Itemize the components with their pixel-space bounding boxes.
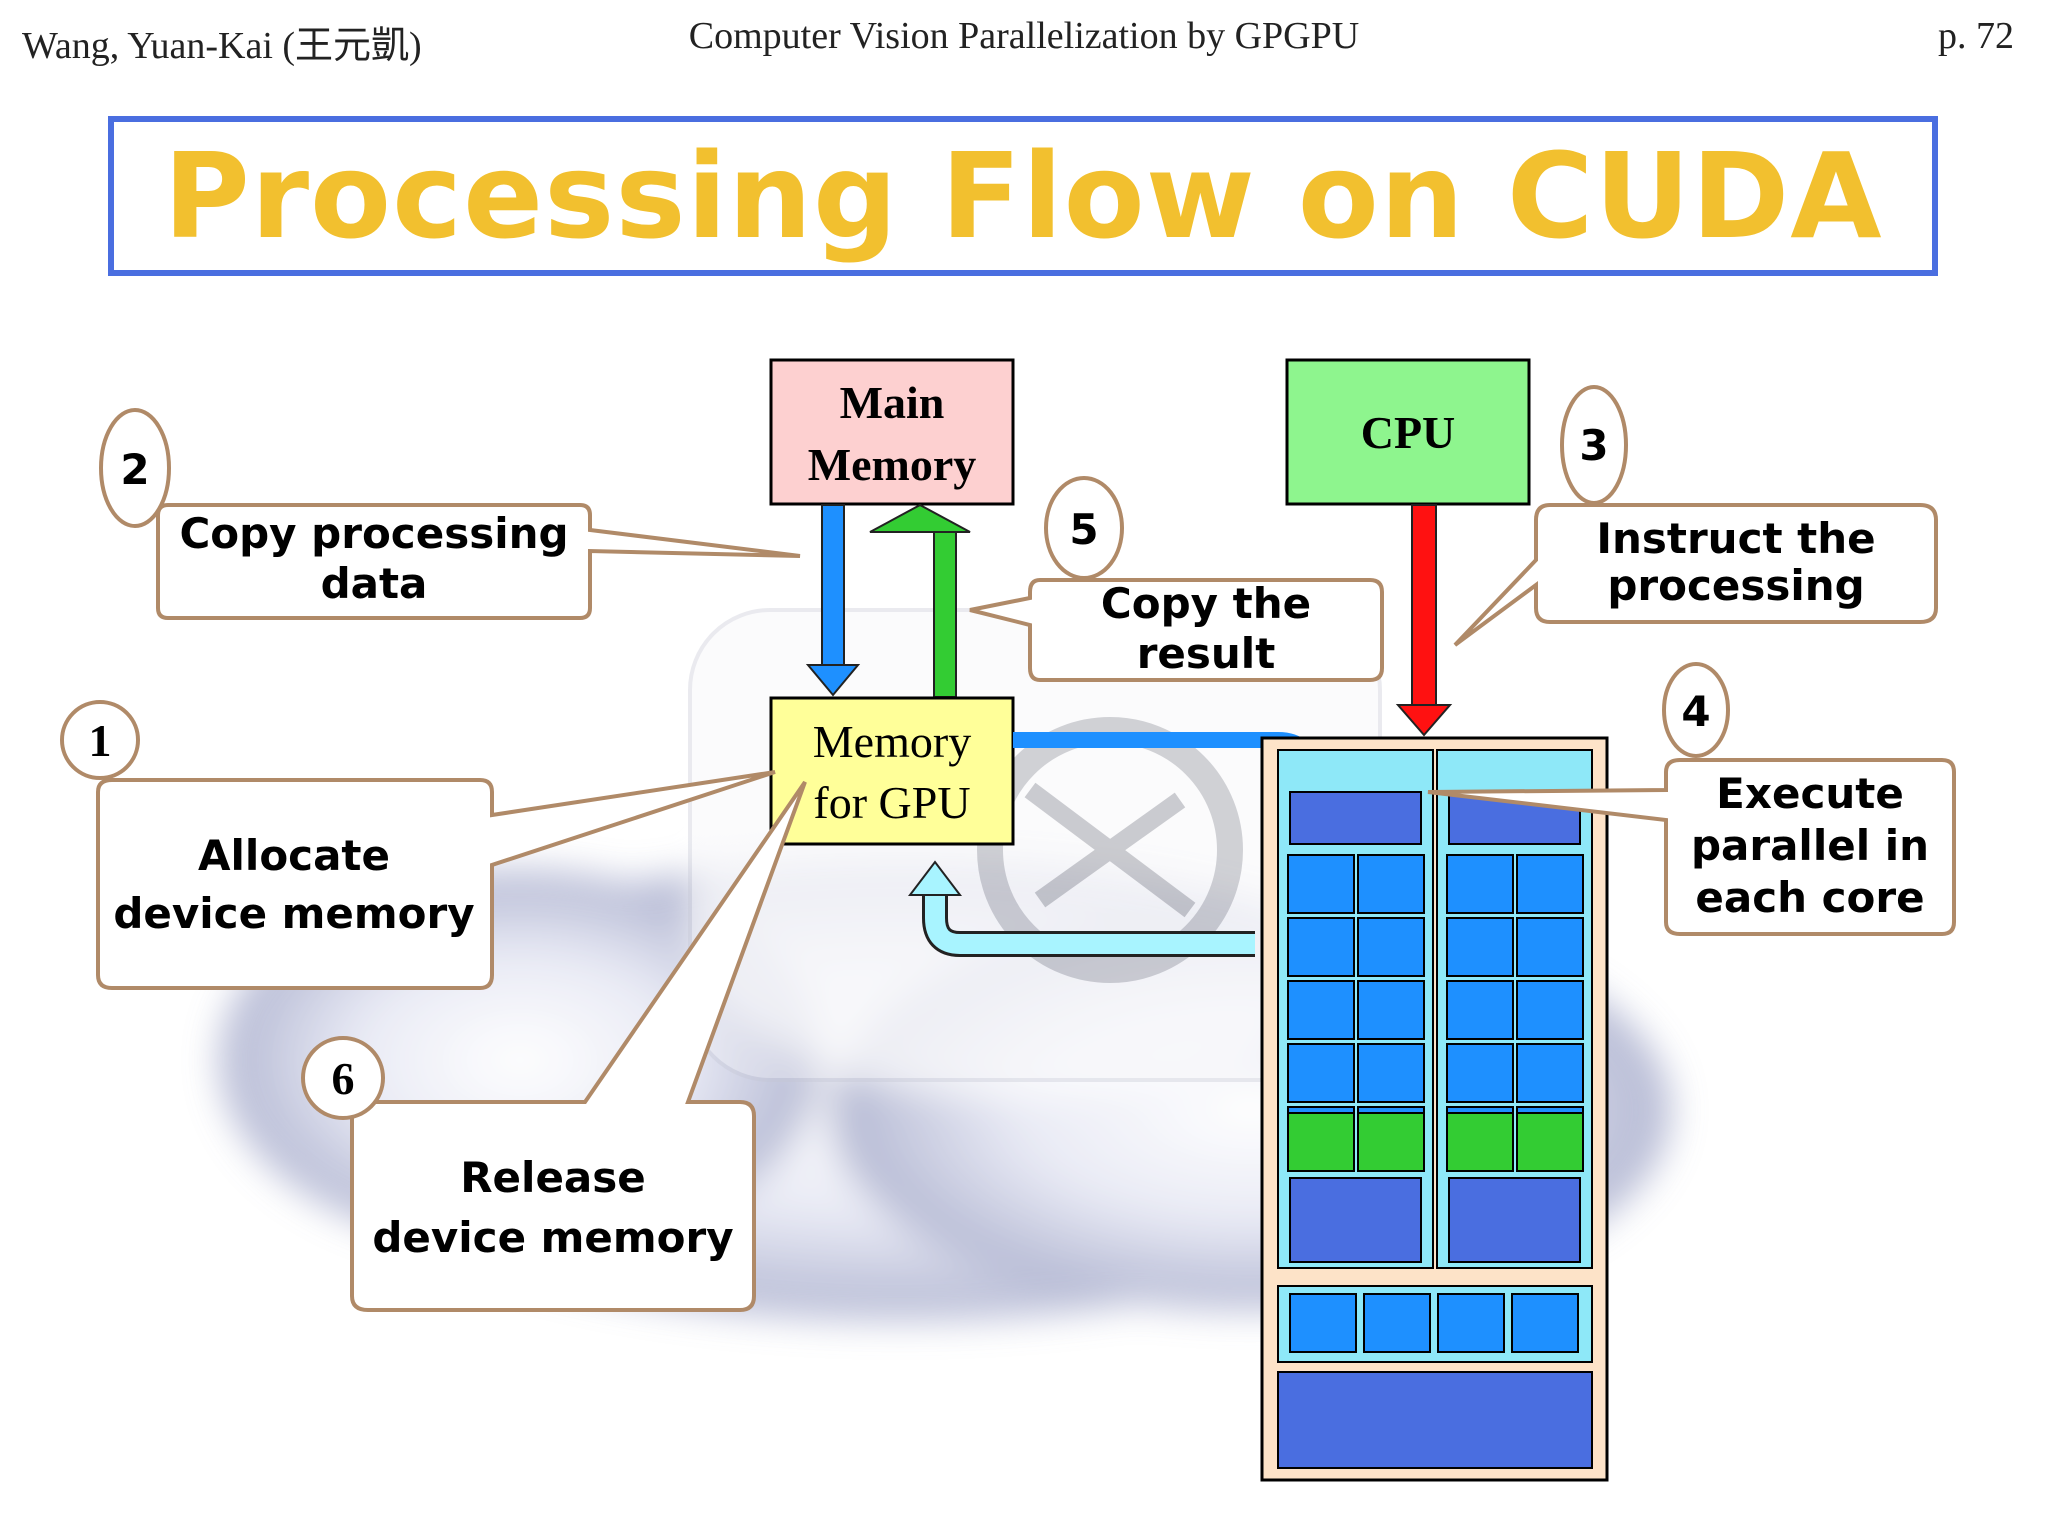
step-2-label-line2: data [321, 559, 428, 608]
gpu-core-cell [1287, 980, 1355, 1040]
gpu-shared-cell [1363, 1293, 1431, 1353]
gpu-special-unit-cell [1287, 1112, 1355, 1172]
step-1-number: 1 [89, 715, 112, 766]
gpu-core-cell [1516, 854, 1584, 914]
gpu-special-unit-cell [1446, 1112, 1514, 1172]
gpu-core-cell [1516, 917, 1584, 977]
step-5-callout: Copy the result 5 [969, 476, 1384, 682]
gpu-core-cell [1446, 1043, 1514, 1103]
gpu-chip [1260, 736, 1609, 1482]
gpu-core-cell [1357, 917, 1425, 977]
step-6-number-badge [301, 1036, 385, 1120]
step-3-number-badge [1560, 385, 1628, 505]
instruct-arrow [1395, 504, 1453, 737]
gpu-control-block [1289, 791, 1422, 845]
step-2-number-badge [99, 408, 171, 528]
gpu-special-unit-cell [1516, 1112, 1584, 1172]
header-page-number: p. 72 [1938, 15, 2014, 57]
step-1-label-line1: Allocate [198, 831, 390, 880]
step-1-number-badge [60, 700, 140, 780]
gpu-core-cell [1446, 980, 1514, 1040]
step-2-callout: Copy processing data 2 [99, 408, 801, 620]
gpu-core-cell [1446, 854, 1514, 914]
gpu-core-cell [1516, 1043, 1584, 1103]
slide-title-box: Processing Flow on CUDA [108, 116, 1938, 276]
gpu-memory-box: Memory for GPU [769, 696, 1015, 846]
gpu-core-cell [1287, 854, 1355, 914]
step-6-label-line1: Release [460, 1153, 646, 1202]
main-memory-box: Main Memory [769, 358, 1015, 506]
gpu-shared-cell [1289, 1293, 1357, 1353]
step-5-label-line2: result [1137, 629, 1276, 678]
header-author: Wang, Yuan-Kai (王元凱) [22, 25, 422, 67]
step-2-number: 2 [120, 445, 149, 494]
gpu-cache-block [1448, 1177, 1581, 1263]
step-3-label-line1: Instruct the [1596, 514, 1875, 563]
step-4-callout: Execute parallel in each core 4 [1427, 662, 1956, 936]
step-4-number-badge [1662, 662, 1730, 758]
gpu-core-cell [1446, 917, 1514, 977]
main-memory-label-line2: Memory [808, 439, 977, 490]
gpu-core-cell [1357, 980, 1425, 1040]
gpu-shared-cell [1511, 1293, 1579, 1353]
step-6-label-line2: device memory [372, 1213, 733, 1262]
cpu-box: CPU [1285, 358, 1531, 506]
main-memory-label-line1: Main [840, 377, 945, 428]
gpu-special-unit-cell [1357, 1112, 1425, 1172]
gpu-memory-label-line2: for GPU [813, 777, 970, 828]
step-3-callout: Instruct the processing 3 [1453, 385, 1938, 647]
step-6-callout: Release device memory 6 [301, 780, 807, 1312]
step-1-callout: Allocate device memory 1 [60, 700, 776, 990]
gpu-multiprocessor-left [1277, 749, 1434, 1269]
step-2-label-line1: Copy processing [179, 509, 568, 558]
gpu-core-cell [1287, 1043, 1355, 1103]
gpu-shared-cell [1437, 1293, 1505, 1353]
step-6-number: 6 [332, 1053, 355, 1104]
step-4-label-line1: Execute [1716, 769, 1904, 818]
header-course-title: Computer Vision Parallelization by GPGPU [688, 15, 1360, 57]
step-4-label-line2: parallel in [1691, 821, 1929, 870]
cores-to-memory-return-arrow [907, 860, 1255, 957]
copy-to-gpu-arrow [805, 504, 861, 697]
gpu-core-cell [1357, 1043, 1425, 1103]
gpu-memory-label-line1: Memory [813, 716, 971, 767]
step-1-label-line2: device memory [113, 889, 474, 938]
step-5-number: 5 [1069, 505, 1098, 554]
gpu-cache-block [1289, 1177, 1422, 1263]
step-5-label-line1: Copy the [1101, 579, 1311, 628]
gpu-core-cell [1287, 917, 1355, 977]
step-3-label-line2: processing [1607, 561, 1864, 610]
step-4-number: 4 [1681, 687, 1710, 736]
cpu-label: CPU [1361, 407, 1456, 458]
step-4-label-line3: each core [1695, 873, 1924, 922]
gpu-shared-row [1277, 1285, 1593, 1363]
step-5-number-badge [1044, 476, 1124, 580]
gpu-core-cell [1516, 980, 1584, 1040]
gpu-core-cell [1357, 854, 1425, 914]
gpu-global-memory-block [1277, 1371, 1593, 1469]
copy-back-arrow [869, 503, 971, 698]
slide-title: Processing Flow on CUDA [163, 127, 1883, 265]
step-3-number: 3 [1579, 421, 1608, 470]
gpu-multiprocessor-right [1436, 749, 1593, 1269]
